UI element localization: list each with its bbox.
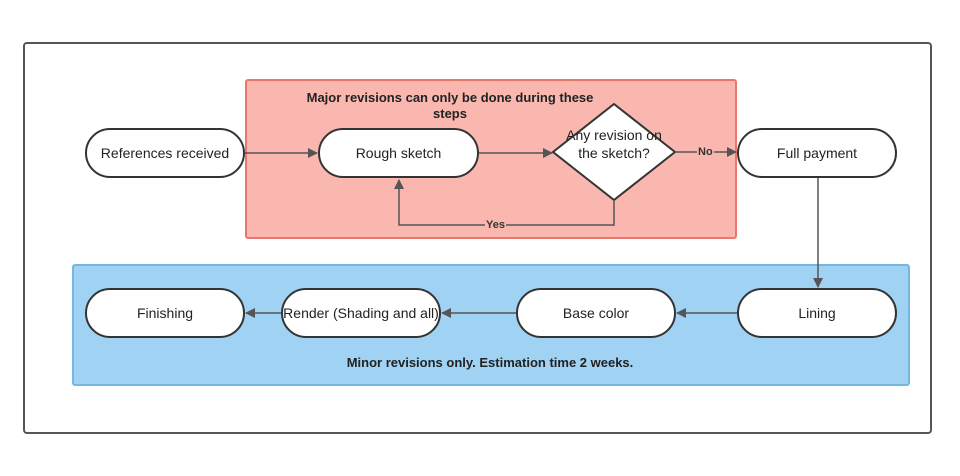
node-references-received: References received [85,128,245,178]
node-rough-sketch-label: Rough sketch [355,145,442,161]
node-lining-label: Lining [798,305,836,321]
node-base-color-label: Base color [562,305,630,321]
minor-revisions-title: Minor revisions only. Estimation time 2 … [346,355,634,370]
node-lining: Lining [737,288,897,338]
node-base-color: Base color [516,288,676,338]
node-finishing-label: Finishing [136,305,194,321]
edge-label-no: No [697,146,714,159]
node-finishing: Finishing [85,288,245,338]
node-references-received-label: References received [100,145,230,161]
node-rough-sketch: Rough sketch [318,128,479,178]
major-revisions-title: Major revisions can only be done during … [306,90,594,121]
node-full-payment-label: Full payment [776,145,858,161]
node-render-label: Render (Shading and all) [283,305,439,321]
node-render: Render (Shading and all) [281,288,441,338]
node-full-payment: Full payment [737,128,897,178]
edge-label-yes: Yes [485,219,506,232]
decision-label: Any revision on the sketch? [566,127,662,161]
